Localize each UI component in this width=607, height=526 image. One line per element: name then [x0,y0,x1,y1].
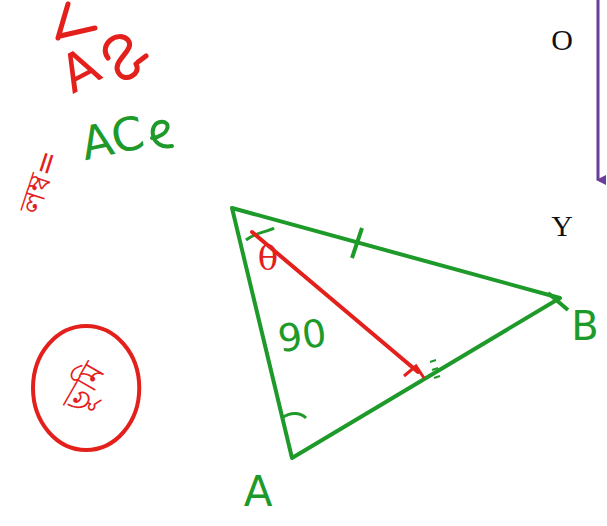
circled-note: ভূমি [30,323,142,453]
axis-label: Y [551,211,573,241]
red-stroke [138,56,146,62]
tick-mark [352,228,362,258]
angle-label: θ [258,241,278,275]
circle-outline [33,326,139,450]
right-angle-mark [404,366,424,378]
red-squiggle [105,37,137,78]
handwritten-note: ভূমি [50,352,122,423]
green-stroke [548,293,568,310]
vertex-label: B [571,306,598,346]
axis-arrow [597,0,600,180]
triangle [232,208,560,458]
handwritten-letter: A [52,39,108,102]
tick-mark [430,360,440,378]
handwritten-note: লম্ব= [16,146,65,217]
vertex-label: A [244,471,273,513]
angle-arc [282,414,306,419]
handwritten-note: AC [77,109,148,167]
perpendicular-line [252,232,418,372]
green-letter-stroke [152,122,172,147]
red-stroke [58,4,95,38]
axis-label: O [551,25,573,55]
angle-value: 90 [275,314,328,358]
